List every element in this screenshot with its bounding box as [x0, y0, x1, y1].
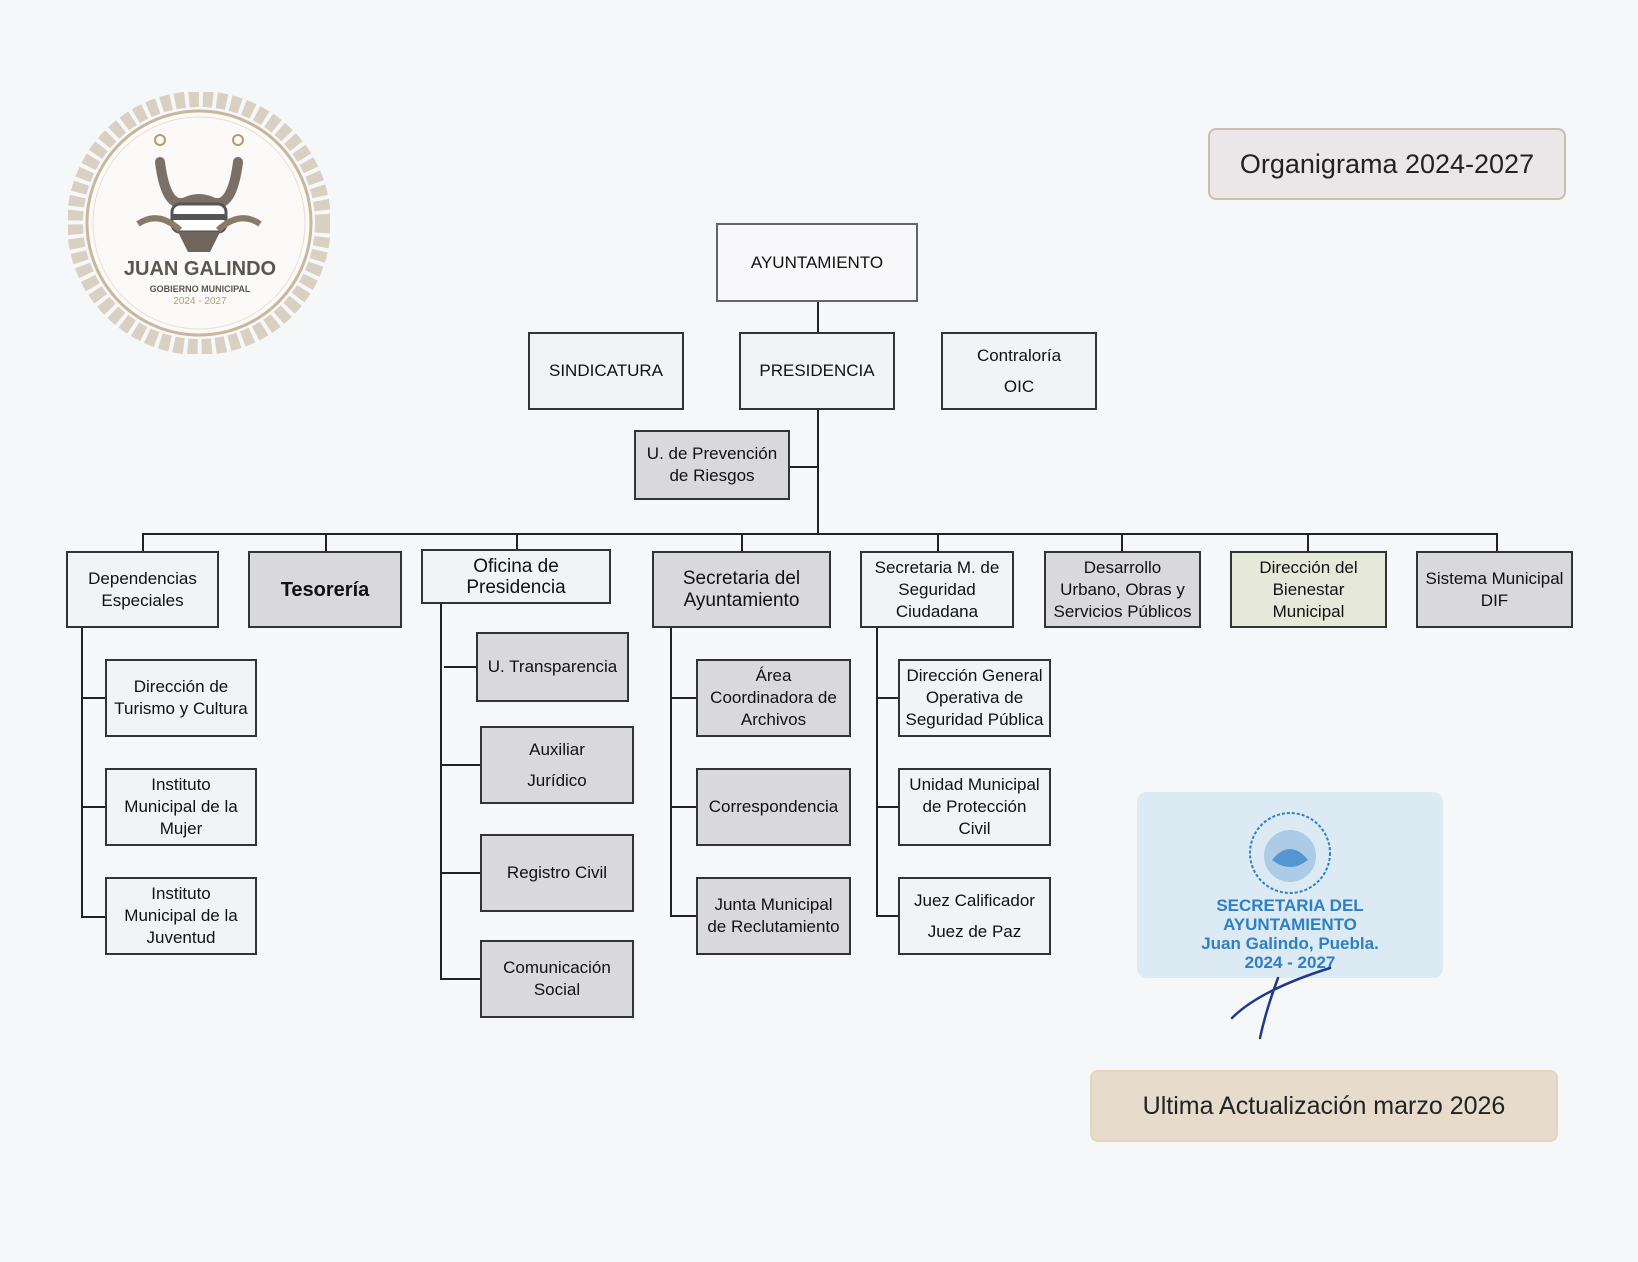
org-node-juez: Juez Calificador Juez de Paz — [898, 877, 1051, 955]
municipal-logo — [68, 92, 330, 354]
connector — [1496, 533, 1498, 551]
logo-subtitle: GOBIERNO MUNICIPAL — [149, 284, 251, 294]
org-node-instituto-juventud: Instituto Municipal de la Juventud — [105, 877, 257, 955]
connector — [876, 806, 900, 808]
connector — [817, 302, 819, 332]
connector — [670, 915, 698, 917]
connector — [440, 978, 482, 980]
org-node-dependencias-especiales: Dependencias Especiales — [66, 551, 219, 628]
org-node-proteccion-civil: Unidad Municipal de Protección Civil — [898, 768, 1051, 846]
connector — [937, 533, 939, 551]
page-title: Organigrama 2024-2027 — [1208, 128, 1566, 200]
org-node-ayuntamiento: AYUNTAMIENTO — [716, 223, 918, 302]
org-node-oficina-presidencia: Oficina de Presidencia — [421, 549, 611, 604]
connector — [670, 697, 698, 699]
stamp-line-1: SECRETARIA DEL — [1216, 896, 1364, 915]
connector — [440, 872, 482, 874]
last-update-label: Ultima Actualización marzo 2026 — [1090, 1070, 1558, 1142]
org-node-dif: Sistema Municipal DIF — [1416, 551, 1573, 628]
connector — [817, 410, 819, 535]
org-node-operativa-seguridad: Dirección General Operativa de Seguridad… — [898, 659, 1051, 737]
connector — [516, 533, 518, 551]
org-node-instituto-mujer: Instituto Municipal de la Mujer — [105, 768, 257, 846]
org-node-auxiliar-juridico: Auxiliar Jurídico — [480, 726, 634, 804]
connector — [670, 806, 698, 808]
stamp-line-3: Juan Galindo, Puebla. — [1201, 934, 1379, 953]
org-node-area-archivos: Área Coordinadora de Archivos — [696, 659, 851, 737]
connector — [81, 626, 83, 918]
connector — [1121, 533, 1123, 551]
connector — [81, 806, 107, 808]
logo-period: 2024 - 2027 — [173, 296, 227, 307]
org-node-bienestar: Dirección del Bienestar Municipal — [1230, 551, 1387, 628]
org-node-turismo-cultura: Dirección de Turismo y Cultura — [105, 659, 257, 737]
connector — [325, 533, 327, 551]
org-node-comunicacion-social: Comunicación Social — [480, 940, 634, 1018]
org-node-registro-civil: Registro Civil — [480, 834, 634, 912]
connector — [1307, 533, 1309, 551]
national-seal-icon — [1249, 812, 1331, 894]
connector — [876, 697, 900, 699]
official-stamp — [1137, 792, 1443, 978]
org-node-desarrollo-urbano: Desarrollo Urbano, Obras y Servicios Púb… — [1044, 551, 1201, 628]
org-node-contraloria: Contraloría OIC — [941, 332, 1097, 410]
connector — [440, 764, 482, 766]
stamp-line-2: AYUNTAMIENTO — [1223, 915, 1357, 934]
connector — [790, 466, 819, 468]
org-node-secretaria-ayuntamiento: Secretaria del Ayuntamiento — [652, 551, 831, 628]
org-node-seguridad-ciudadana: Secretaria M. de Seguridad Ciudadana — [860, 551, 1014, 628]
org-node-transparencia: U. Transparencia — [476, 632, 629, 702]
signature — [1230, 966, 1332, 1040]
org-node-correspondencia: Correspondencia — [696, 768, 851, 846]
connector — [142, 533, 1498, 535]
org-node-prevencion-riesgos: U. de Prevención de Riesgos — [634, 430, 790, 500]
connector — [670, 626, 672, 916]
logo-name: JUAN GALINDO — [123, 258, 277, 280]
org-node-tesoreria: Tesorería — [248, 551, 402, 628]
connector — [876, 915, 900, 917]
connector — [440, 602, 442, 980]
connector — [81, 916, 107, 918]
org-node-presidencia: PRESIDENCIA — [739, 332, 895, 410]
stamp-line-4: 2024 - 2027 — [1244, 953, 1336, 972]
org-node-sindicatura: SINDICATURA — [528, 332, 684, 410]
connector — [876, 626, 878, 916]
org-node-junta-reclutamiento: Junta Municipal de Reclutamiento — [696, 877, 851, 955]
connector — [741, 533, 743, 551]
connector — [142, 533, 144, 551]
connector — [81, 697, 107, 699]
connector — [444, 666, 478, 668]
